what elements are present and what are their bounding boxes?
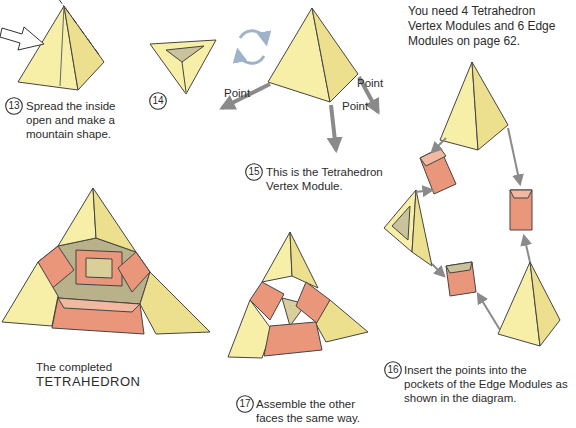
- instruction-text: Point: [224, 86, 274, 100]
- module-hole: [86, 258, 112, 278]
- module-pocket: [446, 262, 472, 273]
- edge-module-top: [510, 190, 532, 198]
- vertex-module: [530, 262, 560, 346]
- instruction-text: This is the Tetrahedron Vertex Module.: [266, 165, 404, 193]
- step-number-circle: 16: [384, 361, 402, 379]
- step-number: 17: [236, 395, 254, 413]
- circle-shape: [150, 93, 167, 110]
- edge-module: [420, 148, 456, 194]
- edge-module: [510, 190, 532, 230]
- step-17-figure: [228, 232, 368, 358]
- circle-shape: [246, 164, 263, 181]
- insert-arrow: [478, 294, 500, 330]
- turn-over-arrow: [240, 31, 266, 42]
- instruction-text: You need 4 Tetrahedron Vertex Modules an…: [408, 4, 558, 49]
- instruction-text: TETRAHEDRON: [36, 375, 186, 389]
- vertex-module: [58, 188, 96, 246]
- instruction-text: Insert the points into the pockets of th…: [404, 363, 569, 405]
- instruction-text: Spread the inside open and make a mounta…: [26, 99, 124, 141]
- vertex-module: [2, 262, 58, 326]
- turn-over-arrow: [238, 52, 264, 63]
- step-14-figure: [150, 31, 266, 94]
- circle-shape: [237, 396, 254, 413]
- fold-line: [60, 6, 64, 86]
- step-number-circle: 13: [5, 97, 23, 115]
- circle-shape: [385, 362, 402, 379]
- step-number-circle: 14: [149, 92, 167, 110]
- paper-face: [150, 40, 216, 94]
- step-number-circle: 17: [236, 395, 254, 413]
- vertex-module: [472, 62, 508, 150]
- edge-module: [446, 262, 476, 296]
- paper-face: [64, 6, 104, 90]
- push-arrow: [0, 27, 44, 50]
- insert-arrow: [508, 128, 520, 184]
- point-arrow: [331, 105, 336, 150]
- vertex-module: [440, 62, 478, 150]
- vertex-module: [412, 190, 432, 266]
- vertex-module: [93, 188, 136, 252]
- edge-module-top: [58, 298, 140, 312]
- step-16-figure: [384, 62, 560, 346]
- paper-face: [312, 8, 358, 102]
- mountain-fold-line: [58, 0, 100, 56]
- vertex-module: [140, 272, 210, 334]
- insert-arrow: [416, 190, 432, 192]
- instruction-text: The completed: [36, 360, 156, 374]
- step-number-circle: 15: [245, 163, 263, 181]
- fold-line: [182, 62, 186, 92]
- vertex-module: [384, 190, 416, 252]
- step-number: 14: [149, 92, 167, 110]
- circle-shape: [6, 98, 23, 115]
- edge-module: [76, 250, 122, 286]
- edge-module: [52, 298, 144, 334]
- edge-module: [264, 322, 322, 356]
- insert-arrow: [432, 264, 444, 276]
- pocket-shadow: [392, 206, 410, 240]
- insert-arrow: [524, 236, 530, 262]
- instruction-text: Point: [357, 76, 407, 90]
- step-number: 15: [245, 163, 263, 181]
- step-13-figure: [0, 0, 104, 90]
- step-number: 16: [384, 361, 402, 379]
- vertex-module: [316, 300, 368, 342]
- vertex-module: [290, 232, 318, 288]
- instruction-text: Assemble the other faces the same way.: [256, 397, 371, 425]
- step-number: 13: [5, 97, 23, 115]
- completed-tetrahedron: [2, 188, 210, 334]
- insert-arrow: [432, 138, 446, 152]
- step-15-figure: [222, 8, 378, 150]
- instruction-text: Point: [342, 99, 392, 113]
- pocket-shadow: [166, 46, 204, 62]
- vertex-module: [262, 232, 292, 282]
